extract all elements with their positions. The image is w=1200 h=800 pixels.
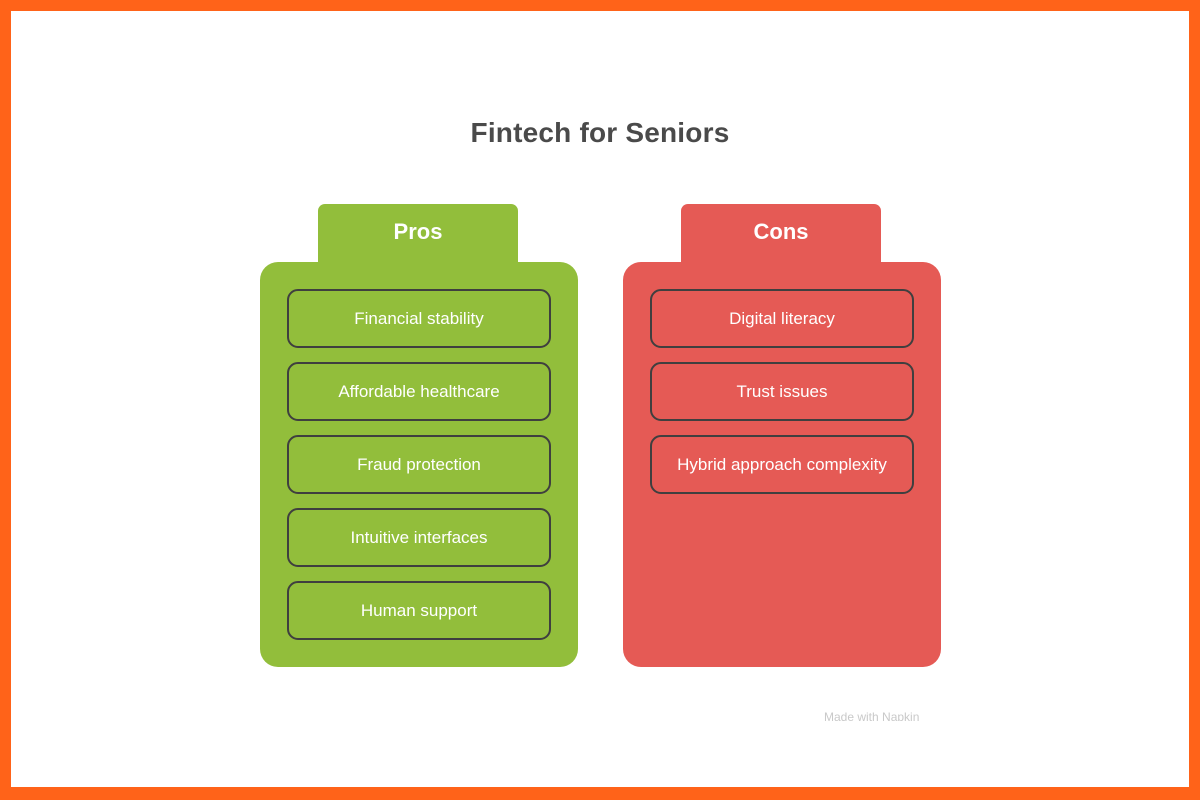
cons-list: Digital literacy Trust issues Hybrid app… [650, 289, 914, 508]
pros-item: Human support [287, 581, 551, 640]
cons-panel: Digital literacy Trust issues Hybrid app… [623, 262, 941, 667]
cons-column: Cons Digital literacy Trust issues Hybri… [623, 204, 941, 667]
diagram-canvas: Fintech for Seniors Pros Financial stabi… [11, 11, 1189, 787]
pros-header: Pros [318, 204, 518, 262]
pros-item: Fraud protection [287, 435, 551, 494]
cons-header: Cons [681, 204, 881, 262]
pros-item: Financial stability [287, 289, 551, 348]
cons-item: Trust issues [650, 362, 914, 421]
watermark: Made with Napkin [824, 711, 920, 721]
cons-item: Digital literacy [650, 289, 914, 348]
pros-panel: Financial stability Affordable healthcar… [260, 262, 578, 667]
pros-list: Financial stability Affordable healthcar… [287, 289, 551, 654]
pros-item: Intuitive interfaces [287, 508, 551, 567]
cons-item: Hybrid approach complexity [650, 435, 914, 494]
diagram-title: Fintech for Seniors [470, 117, 730, 148]
pros-column: Pros Financial stability Affordable heal… [260, 204, 578, 667]
pros-item: Affordable healthcare [287, 362, 551, 421]
